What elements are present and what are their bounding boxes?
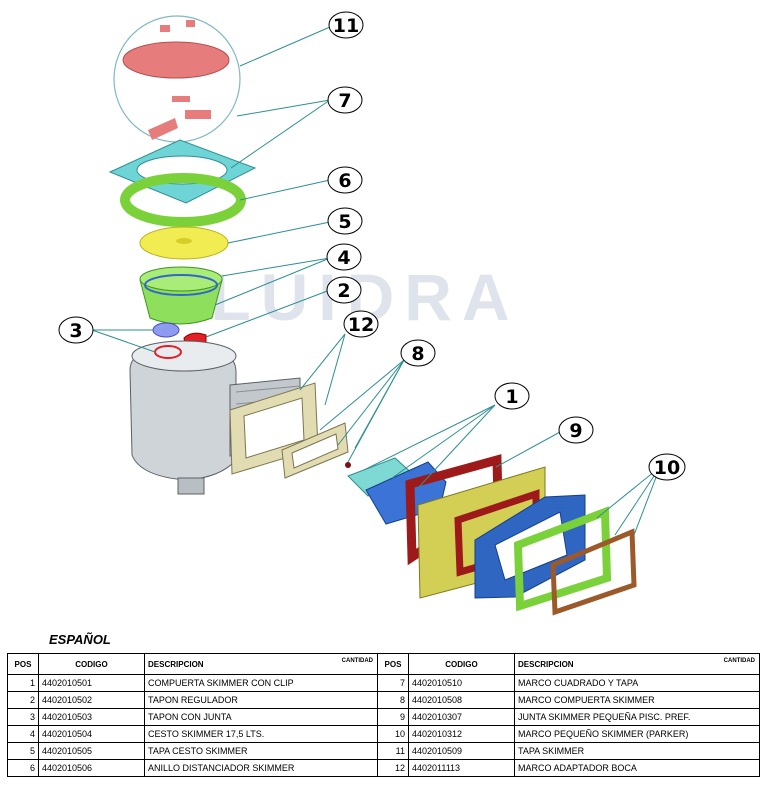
row-codigo: 4402010510 <box>408 674 515 692</box>
row-descripcion: CESTO SKIMMER 17,5 LTS. <box>144 725 378 743</box>
header-descripcion-label: DESCRIPCION <box>148 659 204 669</box>
header-codigo-2: CODIGO <box>408 653 515 675</box>
row-codigo: 4402010508 <box>408 691 515 709</box>
row-descripcion: TAPA SKIMMER <box>514 742 760 760</box>
row-pos: 3 <box>7 708 39 726</box>
header-pos-2: POS <box>377 653 409 675</box>
callout-1: 1 <box>494 382 530 410</box>
callout-11-label: 11 <box>333 15 359 37</box>
row-descripcion: JUNTA SKIMMER PEQUEÑA PISC. PREF. <box>514 708 760 726</box>
table-header-row: POS CODIGO DESCRIPCION CANTIDAD POS CODIG… <box>7 653 760 675</box>
table-row: 2 4402010502 TAPON REGULADOR 8 440201050… <box>7 691 760 709</box>
callout-9: 9 <box>558 416 594 444</box>
callout-4: 4 <box>326 243 362 271</box>
callout-5-label: 5 <box>338 211 351 233</box>
row-pos: 5 <box>7 742 39 760</box>
callout-12-label: 12 <box>348 314 374 336</box>
row-descripcion: TAPA CESTO SKIMMER <box>144 742 378 760</box>
callout-10: 10 <box>648 453 686 481</box>
row-codigo: 4402010501 <box>38 674 145 692</box>
callout-10-label: 10 <box>654 457 680 479</box>
row-pos: 12 <box>377 759 409 777</box>
part-5-basket-lid <box>139 226 229 260</box>
header-pos: POS <box>7 653 39 675</box>
part-8-gate-frame <box>281 422 351 479</box>
callout-6: 6 <box>327 166 363 194</box>
row-pos: 4 <box>7 725 39 743</box>
table-row: 6 4402010506 ANILLO DISTANCIADOR SKIMMER… <box>7 759 760 777</box>
part-4-basket <box>139 266 223 325</box>
row-pos: 1 <box>7 674 39 692</box>
table-row: 5 4402010505 TAPA CESTO SKIMMER 11 44020… <box>7 742 760 760</box>
row-descripcion: COMPUERTA SKIMMER CON CLIP <box>144 674 378 692</box>
row-codigo: 4402010505 <box>38 742 145 760</box>
table-row: 3 4402010503 TAPON CON JUNTA 9 440201030… <box>7 708 760 726</box>
row-codigo: 4402010509 <box>408 742 515 760</box>
row-codigo: 4402010312 <box>408 725 515 743</box>
callout-8-label: 8 <box>411 343 424 365</box>
row-codigo: 4402010307 <box>408 708 515 726</box>
callout-2: 2 <box>326 276 362 304</box>
header-descripcion-label-2: DESCRIPCION <box>518 659 574 669</box>
row-codigo: 4402010503 <box>38 708 145 726</box>
header-descripcion: DESCRIPCION CANTIDAD <box>144 653 378 675</box>
callout-1-label: 1 <box>505 386 518 408</box>
part-10-small-frame <box>474 494 637 616</box>
row-pos: 9 <box>377 708 409 726</box>
callout-11: 11 <box>328 11 364 39</box>
row-descripcion: TAPON CON JUNTA <box>144 708 378 726</box>
language-heading: ESPAÑOL <box>49 632 111 647</box>
row-codigo: 4402011113 <box>408 759 515 777</box>
row-descripcion: MARCO CUADRADO Y TAPA <box>514 674 760 692</box>
table-row: 1 4402010501 COMPUERTA SKIMMER CON CLIP … <box>7 674 760 692</box>
callout-9-label: 9 <box>569 420 582 442</box>
header-descripcion-2: DESCRIPCION CANTIDAD <box>514 653 760 675</box>
row-descripcion: TAPON REGULADOR <box>144 691 378 709</box>
row-descripcion: MARCO PEQUEÑO SKIMMER (PARKER) <box>514 725 760 743</box>
row-pos: 10 <box>377 725 409 743</box>
leader-lines <box>91 26 661 536</box>
table-row: 4 4402010504 CESTO SKIMMER 17,5 LTS. 10 … <box>7 725 760 743</box>
callout-6-label: 6 <box>338 170 351 192</box>
row-codigo: 4402010506 <box>38 759 145 777</box>
header-cantidad-2: CANTIDAD <box>723 658 755 664</box>
row-codigo: 4402010502 <box>38 691 145 709</box>
callout-3-label: 3 <box>69 320 82 342</box>
callout-8: 8 <box>400 339 436 367</box>
callout-12: 12 <box>343 310 379 338</box>
row-pos: 8 <box>377 691 409 709</box>
header-cantidad: CANTIDAD <box>341 658 373 664</box>
callout-2-label: 2 <box>337 280 350 302</box>
part-11-skimmer-lid <box>113 15 241 143</box>
row-pos: 2 <box>7 691 39 709</box>
row-pos: 7 <box>377 674 409 692</box>
row-pos: 11 <box>377 742 409 760</box>
exploded-parts-diagram: FLUIDRA <box>58 11 686 616</box>
row-descripcion: MARCO ADAPTADOR BOCA <box>514 759 760 777</box>
row-descripcion: MARCO COMPUERTA SKIMMER <box>514 691 760 709</box>
header-codigo: CODIGO <box>38 653 145 675</box>
parts-table: POS CODIGO DESCRIPCION CANTIDAD POS CODIG… <box>7 653 760 777</box>
callout-3: 3 <box>58 316 94 344</box>
callout-7: 7 <box>327 86 363 114</box>
row-codigo: 4402010504 <box>38 725 145 743</box>
callout-5: 5 <box>327 207 363 235</box>
part-3-plug <box>152 322 180 338</box>
callout-4-label: 4 <box>337 247 350 269</box>
row-descripcion: ANILLO DISTANCIADOR SKIMMER <box>144 759 378 777</box>
row-pos: 6 <box>7 759 39 777</box>
callout-7-label: 7 <box>338 90 351 112</box>
